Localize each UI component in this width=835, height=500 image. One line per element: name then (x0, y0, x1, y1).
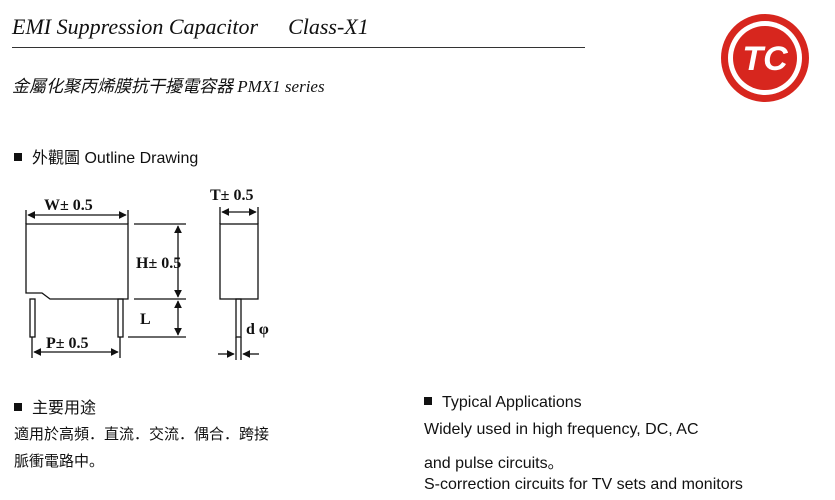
outline-heading-text: 外觀圖 Outline Drawing (32, 150, 199, 167)
product-subtitle: 金屬化聚丙烯膜抗干擾電容器 PMX1 series (12, 77, 325, 96)
bullet-icon (424, 397, 432, 405)
applications-line-3: S-correction circuits for TV sets and mo… (424, 476, 743, 493)
applications-heading: Typical Applications (424, 394, 582, 412)
uses-text-line-2: 脈衝電路中。 (14, 453, 105, 470)
class-label: Class-X1 (288, 14, 369, 39)
width-label: W± 0.5 (44, 197, 93, 214)
height-label: H± 0.5 (136, 255, 181, 272)
uses-heading: 主要用途 (14, 394, 96, 418)
lead-side (235, 298, 242, 338)
uses-text-line-1: 適用於高頻．直流．交流．偶合．跨接 (14, 426, 270, 443)
document-title: EMI Suppression Capacitor Class-X1 (12, 14, 369, 40)
lead-length-label: L (140, 311, 151, 328)
outline-heading: 外觀圖 Outline Drawing (14, 144, 198, 168)
logo-disc (733, 26, 797, 90)
title-text: EMI Suppression Capacitor (12, 14, 259, 39)
thickness-label: T± 0.5 (210, 187, 253, 204)
applications-heading-text: Typical Applications (442, 394, 582, 411)
logo-text: TC (742, 40, 788, 78)
uses-heading-text: 主要用途 (32, 400, 97, 417)
applications-line-1: Widely used in high frequency, DC, AC (424, 421, 699, 438)
bullet-icon (14, 403, 22, 411)
lead-diameter-label: d φ (246, 321, 269, 338)
lead-right (117, 298, 124, 338)
tc-logo: TC (721, 14, 809, 102)
title-divider (12, 47, 585, 48)
capacitor-body-side (219, 223, 259, 300)
bullet-icon (14, 153, 22, 161)
pitch-label: P± 0.5 (46, 335, 89, 352)
lead-left (29, 298, 36, 338)
outline-drawing: W± 0.5 T± 0.5 H± 0.5 L P± 0.5 d φ (25, 187, 269, 360)
capacitor-body-front (25, 223, 129, 300)
applications-line-2: and pulse circuits。 (424, 455, 564, 472)
